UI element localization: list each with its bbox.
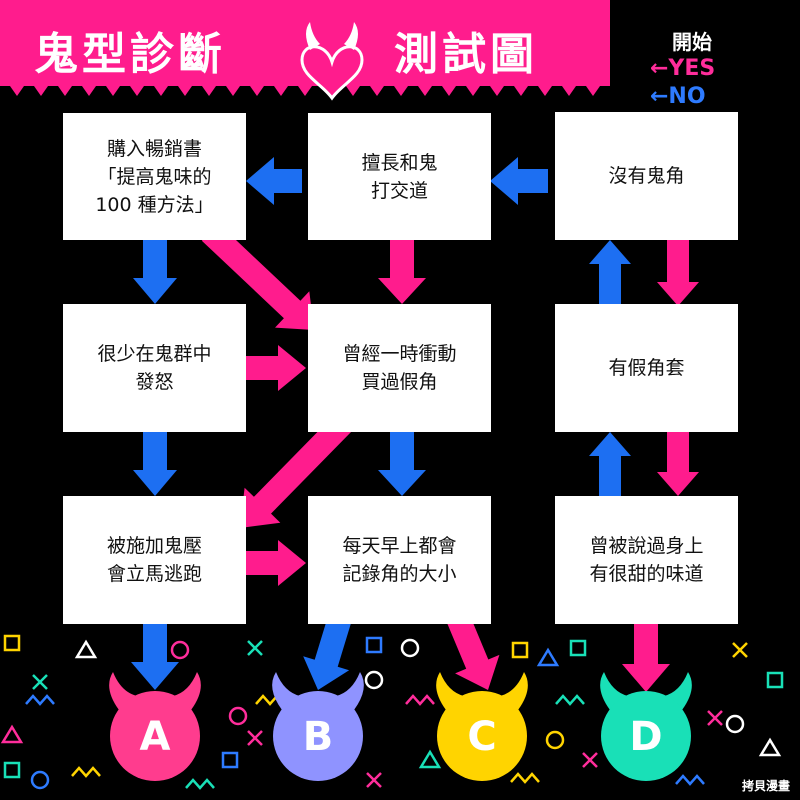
- node-sweet-smell: 曾被說過身上 有很甜的味道: [555, 496, 738, 624]
- arrow-measure-to-result-c: [446, 613, 500, 690]
- heart-horns-icon: [300, 22, 364, 101]
- confetti-triangle: [74, 639, 98, 659]
- result-letter: A: [140, 714, 171, 760]
- result-circle: [110, 691, 200, 781]
- node-flee-demon-pressure: 被施加鬼壓 會立馬逃跑: [63, 496, 246, 624]
- confetti-triangle: [0, 724, 24, 744]
- result-letter: C: [467, 714, 496, 760]
- devil-horns-icon: [436, 672, 528, 710]
- node-bought-book: 購入暢銷書 「提高鬼味的 100 種方法」: [63, 113, 246, 240]
- confetti-square: [511, 641, 529, 659]
- confetti-zigzag: [185, 778, 215, 790]
- confetti-cross: [707, 710, 723, 726]
- arrow-fake-horns-to-flee: [240, 411, 355, 528]
- arrow-sweet-smell-to-result-d: [622, 618, 670, 692]
- result-letter: B: [303, 714, 334, 760]
- confetti-square: [3, 634, 21, 652]
- confetti-triangle: [758, 737, 782, 757]
- arrow-good-with-demons-to-fake-horns: [378, 236, 426, 304]
- confetti-zigzag: [405, 694, 435, 706]
- legend-yes: ←YES: [650, 56, 716, 81]
- result-b-badge: B: [272, 672, 364, 781]
- arrow-flee-to-result-a: [131, 618, 179, 690]
- confetti-cross: [366, 772, 382, 788]
- confetti-zigzag: [555, 694, 585, 706]
- arrow-rarely-angry-to-flee: [133, 428, 177, 496]
- confetti-circle: [228, 706, 248, 726]
- result-d-badge: D: [600, 672, 692, 781]
- confetti-square: [3, 761, 21, 779]
- confetti-square: [569, 639, 587, 657]
- legend-no: ←NO: [650, 84, 706, 109]
- title-right: 測試圖: [394, 29, 538, 80]
- result-c-badge: C: [436, 672, 528, 781]
- confetti-circle: [400, 638, 420, 658]
- confetti-circle: [545, 730, 565, 750]
- devil-horns-icon: [109, 672, 201, 710]
- confetti-triangle: [536, 647, 560, 667]
- arrow-sweet-smell-to-horn-cover: [589, 432, 631, 500]
- watermark: 拷貝漫畫: [741, 779, 790, 793]
- confetti-circle: [364, 670, 384, 690]
- result-circle: [601, 691, 691, 781]
- node-measure-horns: 每天早上都會 記錄角的大小: [308, 496, 491, 624]
- arrow-book-to-fake-horns: [201, 223, 314, 330]
- result-a-badge: A: [109, 672, 201, 781]
- result-circle: [437, 691, 527, 781]
- arrow-horn-cover-to-sweet-smell: [657, 428, 699, 496]
- confetti-square: [365, 636, 383, 654]
- start-label: 開始: [672, 30, 712, 54]
- confetti-triangle: [418, 749, 442, 769]
- arrow-fake-horns-to-measure: [378, 428, 426, 496]
- confetti-zigzag: [510, 772, 540, 784]
- confetti-cross: [247, 730, 263, 746]
- devil-horns-icon: [600, 672, 692, 710]
- node-has-horn-cover: 有假角套: [555, 304, 738, 432]
- header-band: [0, 0, 610, 96]
- result-circle: [273, 691, 363, 781]
- arrow-measure-to-result-b: [303, 614, 352, 690]
- confetti-circle: [170, 640, 190, 660]
- confetti-zigzag: [25, 694, 55, 706]
- node-no-horns: 沒有鬼角: [555, 112, 738, 240]
- confetti-circle: [725, 714, 745, 734]
- title-left: 鬼型診斷: [34, 29, 226, 80]
- arrow-no-horns-to-horn-cover: [657, 240, 699, 306]
- confetti-circle: [30, 770, 50, 790]
- confetti-cross: [732, 642, 748, 658]
- arrow-book-to-rarely-angry: [133, 236, 177, 304]
- arrow-flee-to-measure: [244, 540, 306, 586]
- confetti-zigzag: [675, 774, 705, 786]
- node-rarely-angry: 很少在鬼群中 發怒: [63, 304, 246, 432]
- confetti-cross: [32, 674, 48, 690]
- confetti-square: [766, 671, 784, 689]
- arrow-good-with-demons-to-book: [246, 157, 302, 205]
- confetti-zigzag: [71, 766, 101, 778]
- result-letter: D: [629, 714, 662, 760]
- confetti-square: [221, 751, 239, 769]
- arrow-no-horns-to-good-with-demons: [490, 157, 548, 205]
- confetti-cross: [247, 640, 263, 656]
- confetti-cross: [582, 752, 598, 768]
- node-good-with-demons: 擅長和鬼 打交道: [308, 113, 491, 240]
- arrow-rarely-angry-to-fake-horns: [244, 345, 306, 391]
- node-bought-fake-horns: 曾經一時衝動 買過假角: [308, 304, 491, 432]
- arrow-horn-cover-to-no-horns: [589, 240, 631, 308]
- devil-horns-icon: [272, 672, 364, 710]
